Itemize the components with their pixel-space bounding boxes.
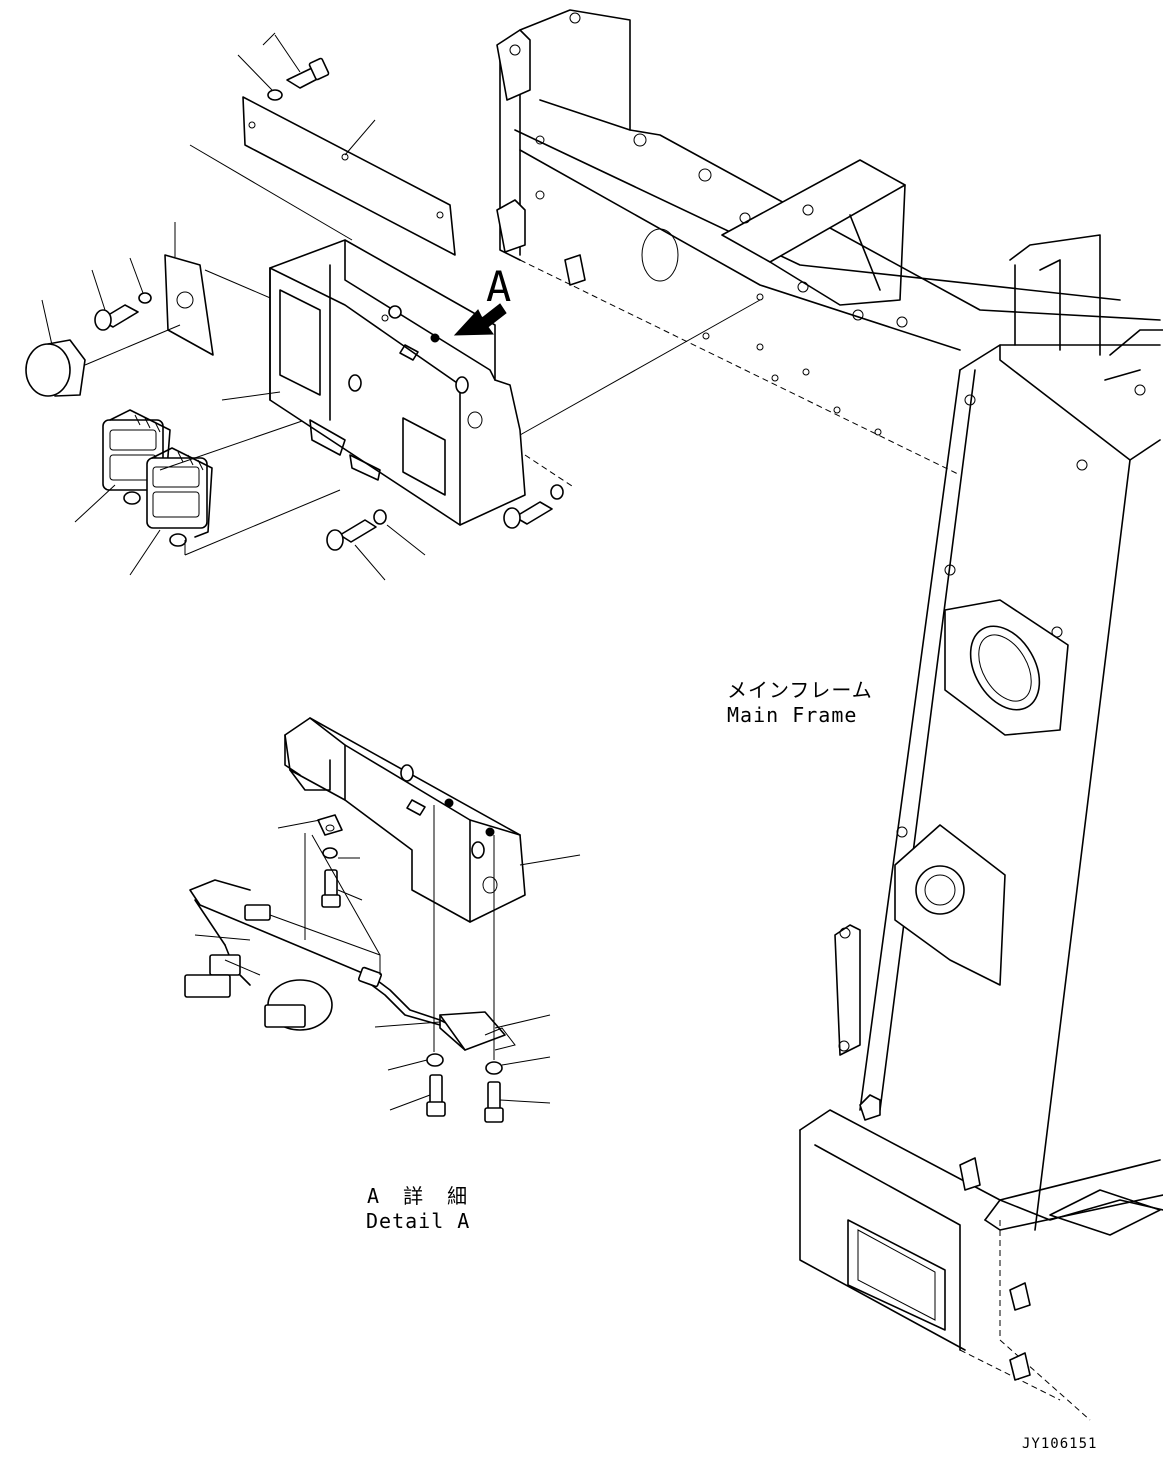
detail-label-en: Detail A <box>366 1209 471 1233</box>
light-bracket-assembly <box>25 32 761 581</box>
drawing-id: JY106151 <box>1022 1436 1098 1452</box>
main-frame-label-jp: メインフレーム <box>727 678 873 702</box>
detail-a-view <box>184 717 581 1123</box>
detail-label-jp: A 詳 細 <box>367 1184 474 1208</box>
main-frame <box>496 9 1163 1421</box>
detail-callout-letter: A <box>486 262 512 311</box>
main-frame-label-en: Main Frame <box>727 703 858 727</box>
